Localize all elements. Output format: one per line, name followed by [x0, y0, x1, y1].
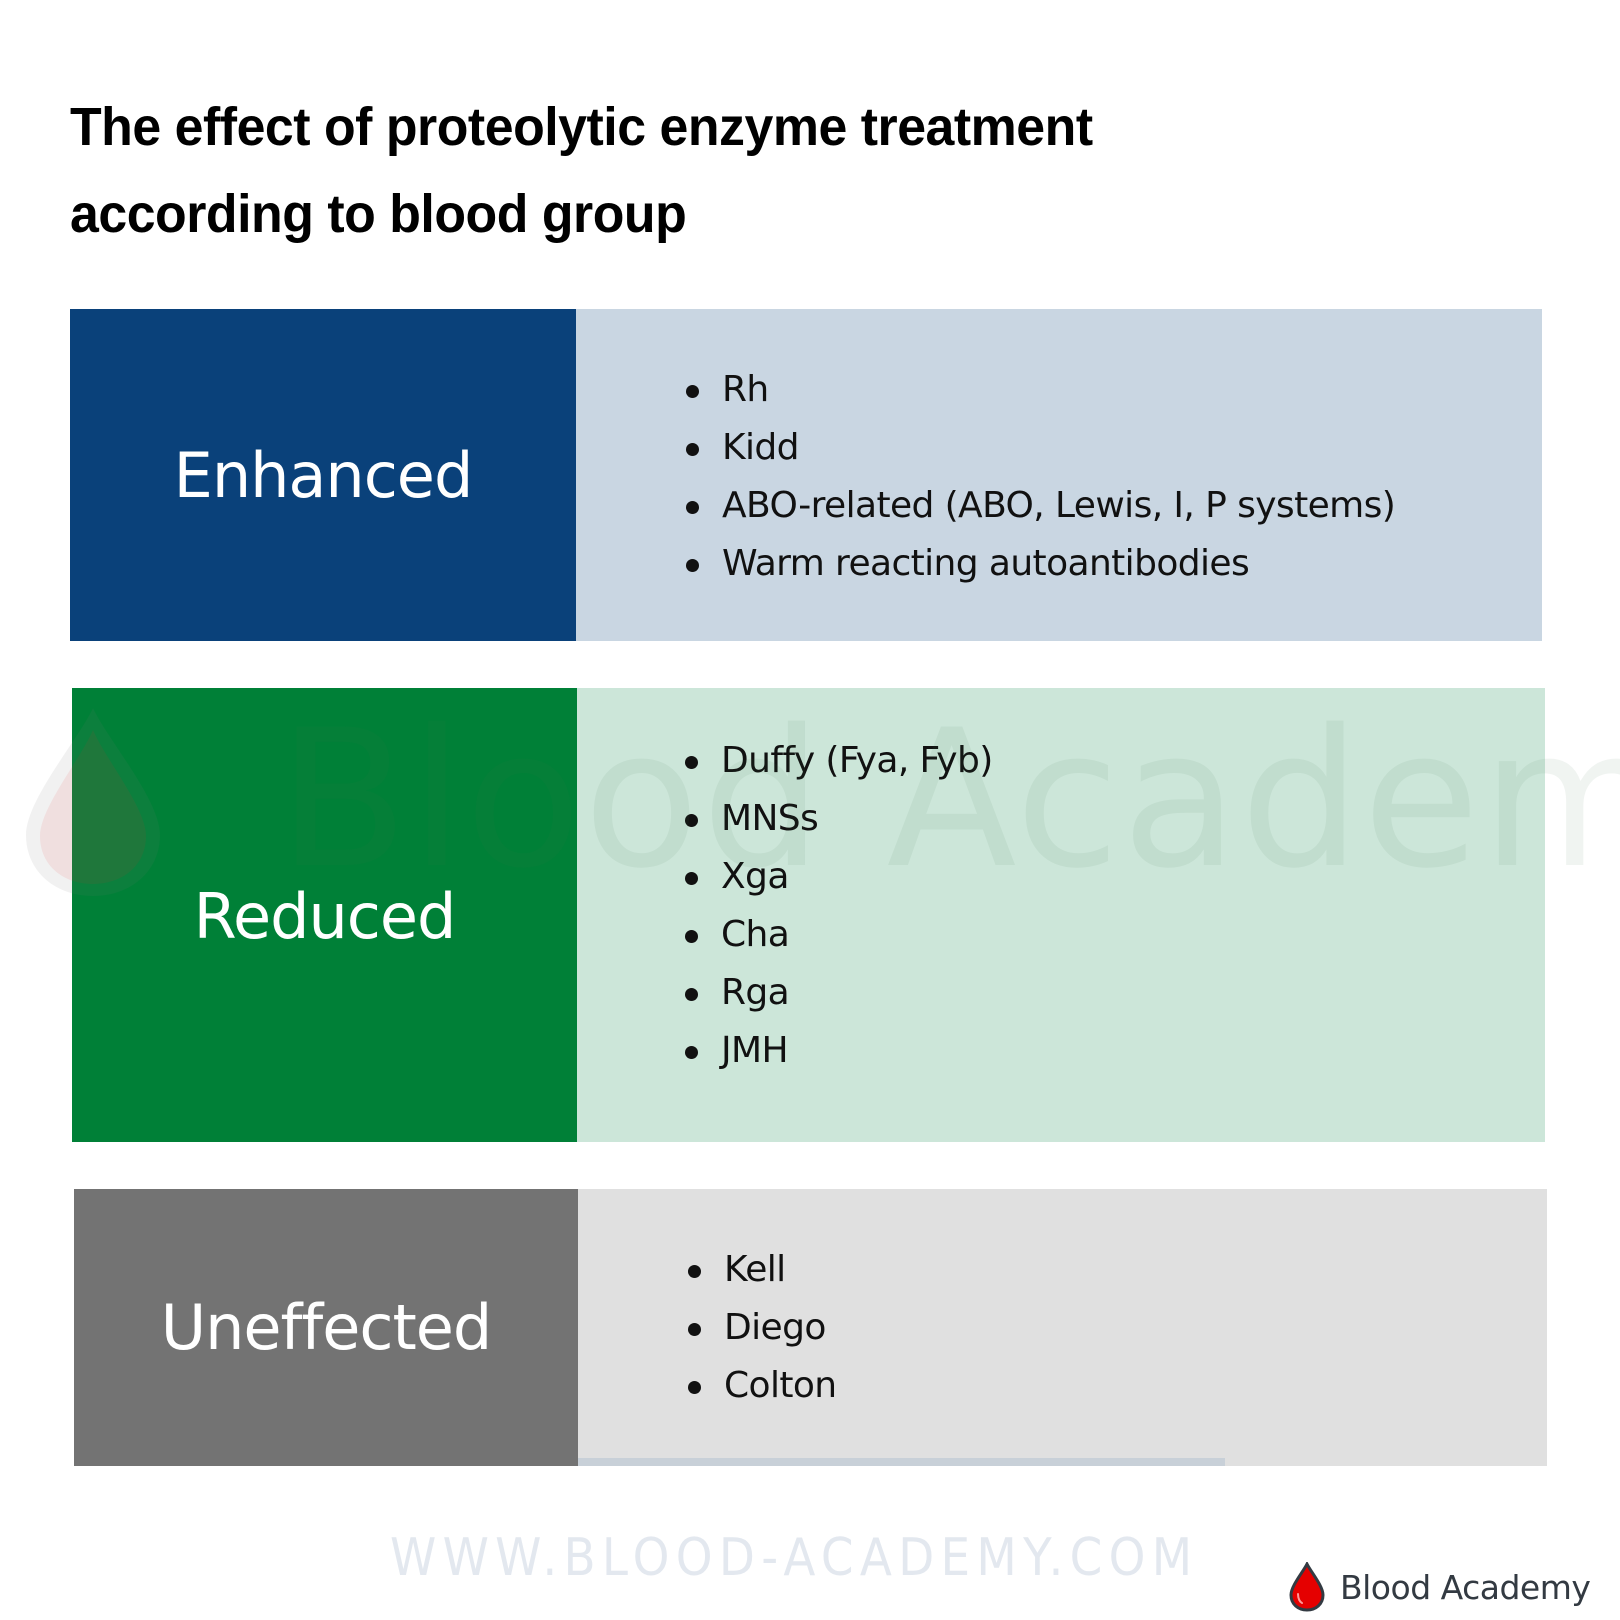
section-uneffected: Uneffected Kell Diego Colton — [74, 1189, 1547, 1466]
list-item: Duffy (Fya, Fyb) — [685, 732, 993, 790]
bullet-icon — [685, 930, 698, 943]
brand-logo: Blood Academy — [1288, 1560, 1591, 1612]
bullet-icon — [688, 1381, 701, 1394]
website-url: WWW.BLOOD-ACADEMY.COM — [390, 1528, 1199, 1588]
list-item: Colton — [688, 1357, 837, 1415]
list-item: Kell — [688, 1241, 837, 1299]
category-content-reduced: Duffy (Fya, Fyb) MNSs Xga Cha Rga JMH — [577, 688, 1545, 1142]
title-line-1: The effect of proteolytic enzyme treatme… — [70, 97, 1093, 157]
bullet-icon — [685, 1046, 698, 1059]
category-label-uneffected: Uneffected — [74, 1189, 578, 1466]
category-label-enhanced: Enhanced — [70, 309, 576, 641]
bullet-icon — [685, 756, 698, 769]
bullet-icon — [685, 872, 698, 885]
list-item: Xga — [685, 848, 993, 906]
list-item: Warm reacting autoantibodies — [686, 535, 1395, 593]
section-enhanced: Enhanced Rh Kidd ABO-related (ABO, Lewis… — [70, 309, 1542, 641]
list-item: Diego — [688, 1299, 837, 1357]
blood-drop-icon — [1288, 1560, 1326, 1612]
bullet-icon — [686, 501, 699, 514]
list-item: Cha — [685, 906, 993, 964]
list-item: Kidd — [686, 419, 1395, 477]
bullet-icon — [685, 988, 698, 1001]
brand-name: Blood Academy — [1340, 1567, 1591, 1607]
list-item: MNSs — [685, 790, 993, 848]
list-item: Rh — [686, 361, 1395, 419]
page-title: The effect of proteolytic enzyme treatme… — [70, 84, 1093, 258]
bullet-icon — [688, 1323, 701, 1336]
divider-bar — [578, 1458, 1225, 1466]
category-content-enhanced: Rh Kidd ABO-related (ABO, Lewis, I, P sy… — [576, 309, 1542, 641]
bullet-icon — [686, 443, 699, 456]
bullet-icon — [686, 385, 699, 398]
category-label-reduced: Reduced — [72, 688, 577, 1142]
list-item: ABO-related (ABO, Lewis, I, P systems) — [686, 477, 1396, 535]
bullet-icon — [685, 814, 698, 827]
bullet-icon — [688, 1265, 701, 1278]
bullet-icon — [686, 559, 699, 572]
list-item: JMH — [685, 1022, 993, 1080]
blood-group-list: Rh Kidd ABO-related (ABO, Lewis, I, P sy… — [686, 361, 1396, 593]
section-reduced: Reduced Duffy (Fya, Fyb) MNSs Xga Cha Rg… — [72, 688, 1545, 1142]
category-content-uneffected: Kell Diego Colton — [578, 1189, 1547, 1466]
list-item: Rga — [685, 964, 993, 1022]
blood-group-list: Duffy (Fya, Fyb) MNSs Xga Cha Rga JMH — [685, 732, 993, 1080]
title-line-2: according to blood group — [70, 184, 687, 244]
blood-group-list: Kell Diego Colton — [688, 1241, 837, 1415]
